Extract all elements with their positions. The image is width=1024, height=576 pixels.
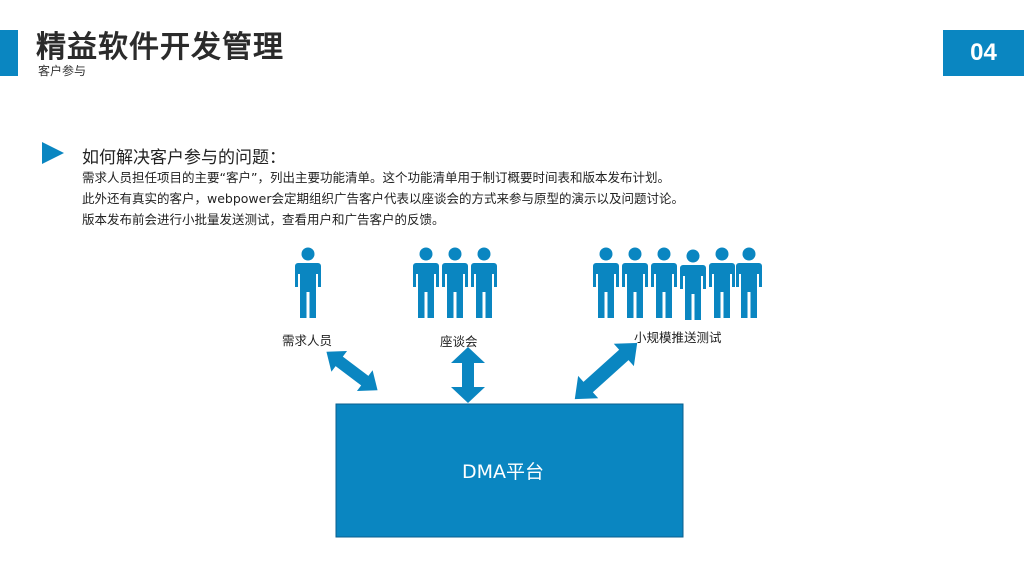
group-requirements-staff [295,247,321,318]
page-title: 精益软件开发管理 [36,30,284,65]
double-arrow-icon [574,342,638,400]
dma-platform-box [335,403,684,538]
page-number-badge: 04 [943,30,1024,76]
play-triangle-icon [42,142,64,164]
person-icon [593,247,619,318]
page-subtitle: 客户参与 [38,64,87,78]
person-icon [680,249,706,320]
group-small-push-test [593,247,762,320]
person-icon [709,247,735,318]
body-line-3: 版本发布前会进行小批量发送测试，查看用户和广告客户的反馈。 [82,212,445,227]
double-arrow-icon [326,350,378,392]
header-accent-bar [0,30,18,76]
person-icon [651,247,677,318]
question-heading: 如何解决客户参与的问题： [82,148,286,168]
dma-platform-label: DMA平台 [462,461,544,483]
body-line-2: 此外还有真实的客户，webpower会定期组织广告客户代表以座谈会的方式来参与原… [82,191,684,206]
group-panel-meeting [413,247,497,318]
label-small-push-test: 小规模推送测试 [634,330,722,345]
person-icon [622,247,648,318]
label-panel-meeting: 座谈会 [440,334,478,349]
person-icon [413,247,439,318]
double-arrow-icon [451,347,485,403]
person-icon [442,247,468,318]
label-requirements-staff: 需求人员 [282,333,332,348]
body-line-1: 需求人员担任项目的主要“客户”，列出主要功能清单。这个功能清单用于制订概要时间表… [82,170,670,185]
person-icon [471,247,497,318]
person-icon [736,247,762,318]
person-icon [295,247,321,318]
